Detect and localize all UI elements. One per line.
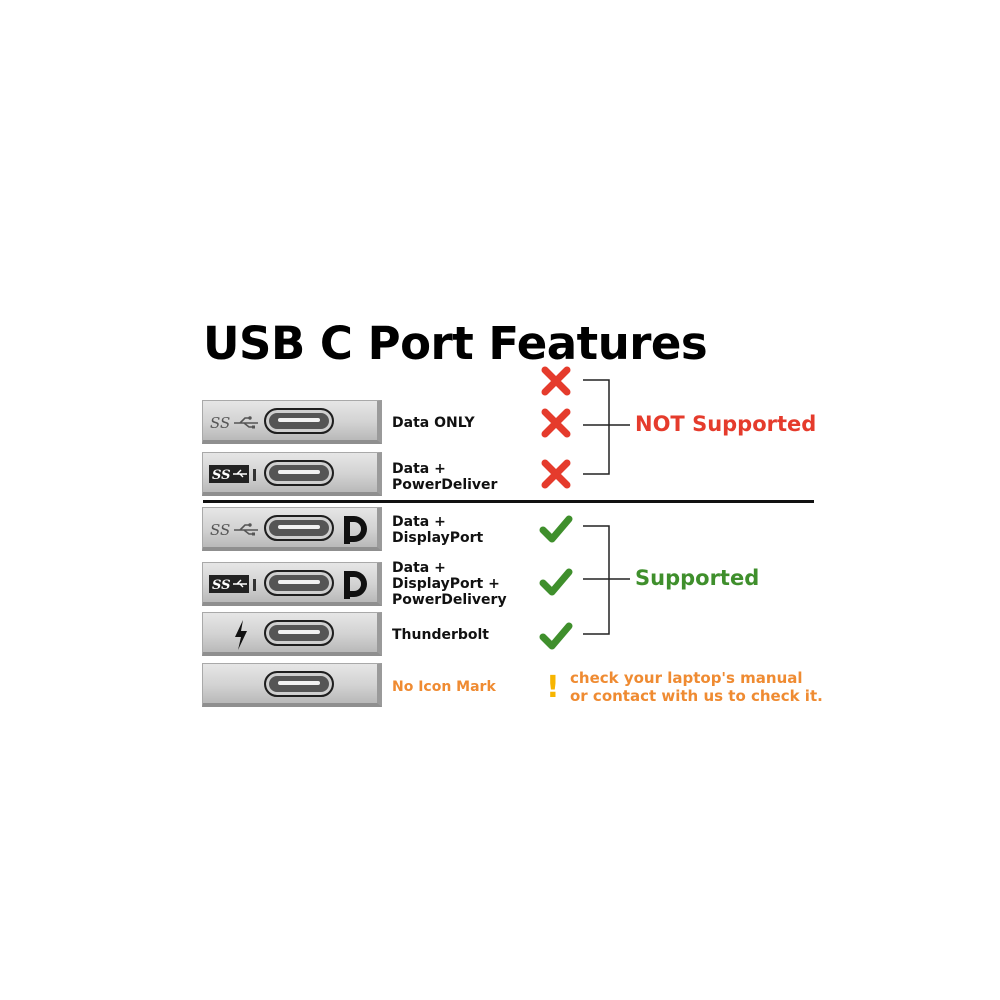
superspeed-usb-icon: SS — [210, 521, 258, 539]
usb-c-port-data-powerdelivery: SS — [202, 452, 382, 496]
check-icon — [539, 515, 573, 543]
ss-text: SS — [210, 414, 230, 432]
usb-c-port-data-displayport-powerdelivery: SS — [202, 562, 382, 606]
check-manual-note: check your laptop's manual or contact wi… — [570, 669, 823, 705]
usb-c-slot — [264, 620, 334, 646]
port-label-thunderbolt: Thunderbolt — [392, 627, 490, 643]
usb-c-port-thunderbolt — [202, 612, 382, 656]
usb-c-slot — [264, 515, 334, 541]
exclamation-icon: ! — [546, 670, 560, 705]
usb-c-slot — [264, 460, 334, 486]
superspeed-usb-badge-icon: SS — [209, 575, 256, 593]
ss-text: SS — [210, 521, 230, 539]
port-label-data-only: Data ONLY — [392, 415, 475, 431]
page-title: USB C Port Features — [203, 317, 708, 370]
port-label-data-displayport: Data + DisplayPort — [392, 514, 484, 546]
usb-c-port-no-icon — [202, 663, 382, 707]
port-label-data-displayport-powerdelivery: Data + DisplayPort + PowerDelivery — [392, 560, 507, 608]
usb-c-slot — [264, 408, 334, 434]
check-icon — [539, 568, 573, 596]
usb-c-port-data-displayport: SS — [202, 507, 382, 551]
not-supported-bracket — [583, 379, 630, 475]
thunderbolt-icon — [235, 620, 247, 650]
superspeed-usb-badge-icon: SS — [209, 465, 256, 483]
displayport-icon — [344, 516, 367, 544]
port-label-data-powerdelivery: Data + PowerDeliver — [392, 461, 498, 493]
usb-c-port-data-only: SS — [202, 400, 382, 444]
cross-icon — [541, 366, 571, 396]
superspeed-usb-icon: SS — [210, 414, 258, 432]
not-supported-label: NOT Supported — [635, 412, 817, 436]
section-divider — [203, 500, 814, 503]
check-icon — [539, 622, 573, 650]
usb-c-slot — [264, 570, 334, 596]
cross-icon — [541, 459, 571, 489]
supported-label: Supported — [635, 566, 760, 590]
supported-bracket — [583, 525, 630, 635]
cross-icon — [541, 408, 571, 438]
ss-text: SS — [212, 578, 231, 593]
displayport-icon — [344, 571, 367, 599]
port-label-no-icon: No Icon Mark — [392, 679, 496, 695]
ss-text: SS — [212, 468, 231, 483]
usb-c-slot — [264, 671, 334, 697]
